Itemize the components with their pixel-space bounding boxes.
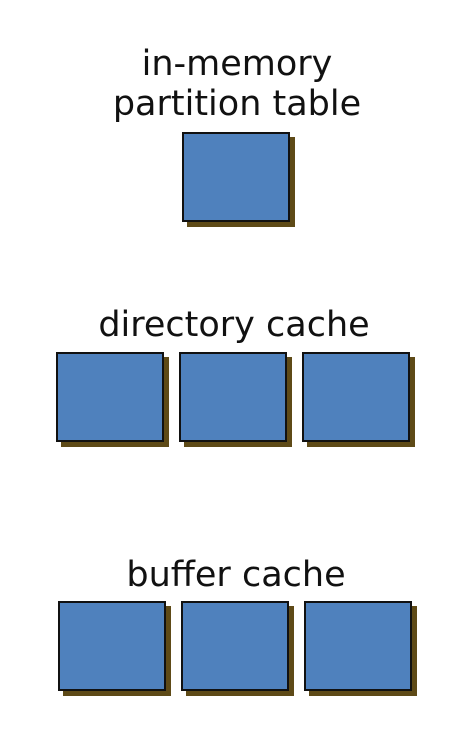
directory-cache-block [179, 352, 287, 442]
buffer-cache-block [304, 601, 412, 691]
buffer-cache-block [58, 601, 166, 691]
buffer-cache-block [181, 601, 289, 691]
directory-cache-block [302, 352, 410, 442]
buffer-cache-label: buffer cache [126, 555, 346, 595]
directory-cache-block [56, 352, 164, 442]
partition-table-label-line2: partition table [112, 84, 362, 124]
partition-table-block [182, 132, 290, 222]
directory-cache-label: directory cache [98, 305, 370, 345]
partition-table-label-line1: in-memory [141, 44, 333, 84]
partition-table-label: in-memory partition table [0, 44, 474, 124]
